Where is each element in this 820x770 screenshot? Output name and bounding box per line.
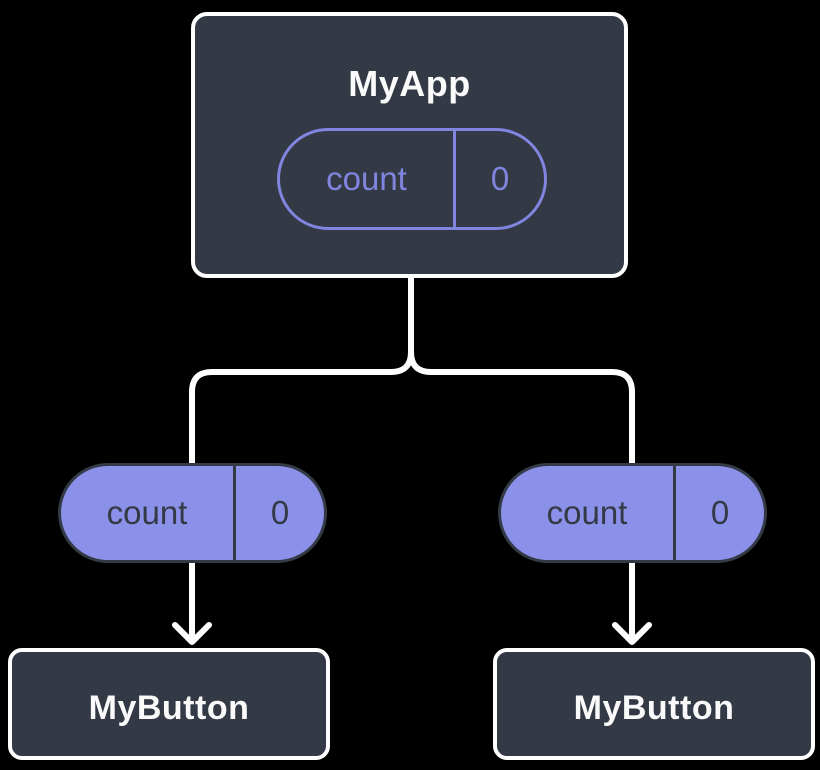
prop-pill-left: count 0	[58, 463, 327, 563]
branch-line-right	[408, 276, 635, 466]
state-pill-label: count	[326, 160, 407, 197]
prop-pill-left-value: 0	[233, 466, 324, 560]
branch-line-left	[189, 276, 414, 466]
arrow-head-left-icon	[172, 622, 212, 645]
arrow-head-right-icon	[612, 622, 652, 645]
child-node-mybutton-left: MyButton	[8, 648, 330, 760]
root-node-title: MyApp	[348, 63, 471, 104]
child-node-right-title: MyButton	[573, 689, 735, 727]
state-pill-value: 0	[453, 131, 544, 227]
root-node-myapp: MyApp count 0	[191, 12, 628, 278]
child-node-mybutton-right: MyButton	[493, 648, 815, 760]
prop-pill-right-label: count	[546, 494, 628, 531]
prop-pill-right: count 0	[498, 463, 767, 563]
state-pill: count 0	[277, 128, 547, 230]
prop-pill-right-value: 0	[673, 466, 764, 560]
prop-pill-left-label: count	[106, 494, 188, 531]
child-node-left-title: MyButton	[88, 689, 250, 727]
